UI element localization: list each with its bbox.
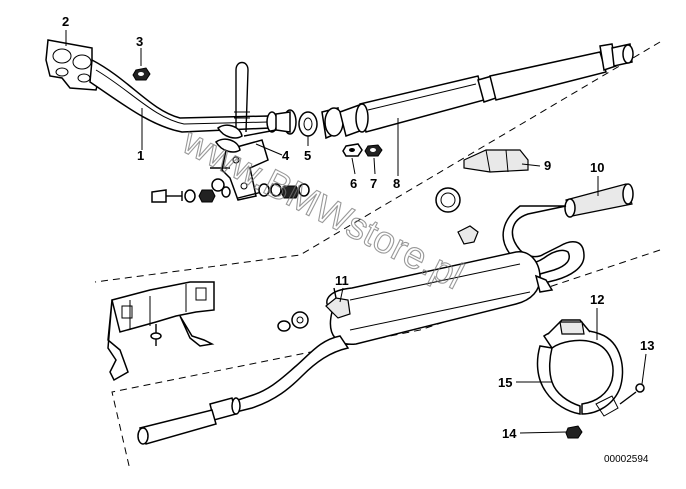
front-silencer bbox=[321, 43, 634, 140]
small-clamp bbox=[457, 225, 479, 245]
callout-7: 7 bbox=[370, 176, 377, 191]
nut-7 bbox=[364, 144, 383, 157]
tailpipe-trim bbox=[564, 183, 634, 218]
callout-4: 4 bbox=[282, 148, 290, 163]
hanger-hardware bbox=[277, 311, 309, 332]
leader-lines bbox=[65, 30, 647, 434]
callout-1: 1 bbox=[137, 148, 144, 163]
bracket-hardware bbox=[151, 178, 310, 203]
callout-13: 13 bbox=[640, 338, 654, 353]
nut-6 bbox=[342, 143, 363, 157]
sealing-ring bbox=[435, 187, 461, 213]
separator-upper bbox=[94, 41, 661, 283]
exhaust-clamp bbox=[536, 319, 624, 417]
callout-6: 6 bbox=[350, 176, 357, 191]
mounting-bracket bbox=[210, 124, 277, 201]
clamp-bolt bbox=[619, 383, 645, 405]
callout-5: 5 bbox=[304, 148, 311, 163]
callout-15: 15 bbox=[498, 375, 512, 390]
clamp-nut bbox=[565, 425, 583, 439]
watermark: www.BMWstore.pl bbox=[175, 120, 470, 298]
callout-2: 2 bbox=[62, 14, 69, 29]
intermediate-pipe bbox=[137, 335, 350, 445]
reference-number: 00002594 bbox=[604, 454, 649, 465]
rear-bracket bbox=[107, 281, 215, 382]
callout-12: 12 bbox=[590, 292, 604, 307]
hanger bbox=[325, 287, 351, 319]
front-exhaust-pipe bbox=[89, 58, 297, 135]
nut-3 bbox=[132, 67, 151, 81]
callout-14: 14 bbox=[502, 426, 517, 441]
manifold-flange bbox=[45, 39, 101, 91]
callout-11: 11 bbox=[335, 273, 349, 288]
gasket-ring bbox=[298, 111, 318, 137]
callout-3: 3 bbox=[136, 34, 143, 49]
callout-10: 10 bbox=[590, 160, 604, 175]
u-bolt bbox=[234, 61, 250, 133]
callout-labels: 2 3 1 4 5 6 7 8 9 10 11 12 13 15 14 bbox=[62, 14, 654, 441]
callout-8: 8 bbox=[393, 176, 400, 191]
callout-9: 9 bbox=[544, 158, 551, 173]
rubber-mount bbox=[463, 149, 529, 173]
